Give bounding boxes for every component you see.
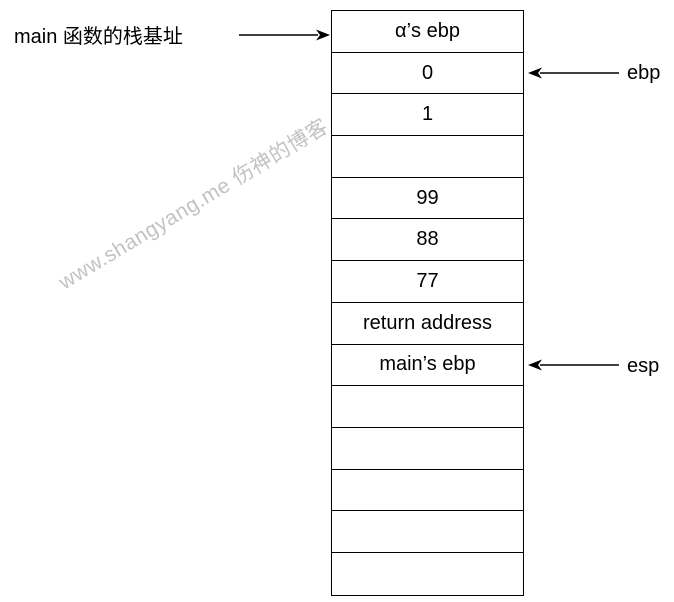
- stack-cell: 88: [332, 219, 523, 262]
- esp-label: esp: [627, 355, 660, 377]
- main-stack-base-label: main 函数的栈基址: [14, 26, 183, 48]
- stack-cell: [332, 553, 523, 595]
- stack-cell: α’s ebp: [332, 11, 523, 53]
- stack-cell: 1: [332, 94, 523, 137]
- arrow-left-icon: [528, 359, 619, 371]
- stack-cell: [332, 428, 523, 470]
- stack-cell: 99: [332, 178, 523, 220]
- watermark: www.shangyang.me 伤神的博客: [54, 114, 333, 295]
- stack-cell: 0: [332, 53, 523, 95]
- stack-cell: [332, 511, 523, 553]
- stack-cell: return address: [332, 303, 523, 345]
- arrow-left-icon: [528, 67, 619, 79]
- stack-cell: main’s ebp: [332, 345, 523, 387]
- arrow-right-icon: [239, 29, 330, 41]
- ebp-label: ebp: [627, 62, 661, 84]
- stack-cell: 77: [332, 261, 523, 303]
- stack-diagram: α’s ebp 0 1 99 88 77 return address main…: [331, 10, 524, 596]
- stack-cell: [332, 386, 523, 428]
- stack-cell: [332, 470, 523, 512]
- stack-cell: [332, 136, 523, 178]
